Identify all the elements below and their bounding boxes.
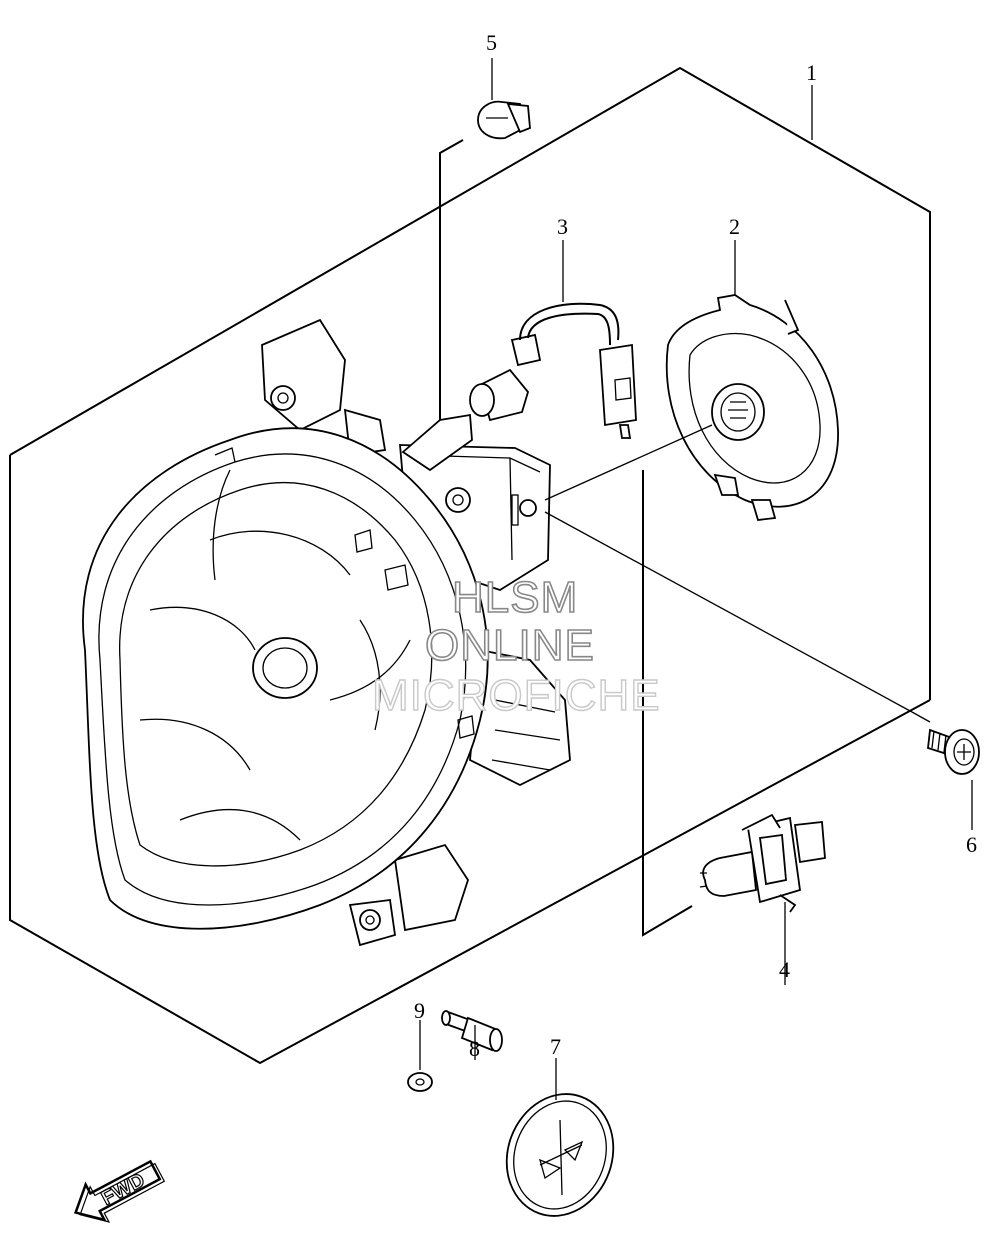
bulb-socket-wiring bbox=[469, 302, 637, 439]
callout-9: 9 bbox=[414, 998, 425, 1023]
position-bulb bbox=[477, 100, 531, 140]
watermark-line-1: HLSM bbox=[452, 573, 578, 622]
washer bbox=[407, 1072, 433, 1092]
callout-2: 2 bbox=[729, 214, 740, 239]
sub-assembly-brackets bbox=[439, 139, 693, 937]
mounting-screw bbox=[927, 728, 980, 775]
callout-6: 6 bbox=[966, 832, 977, 857]
callout-8: 8 bbox=[469, 1036, 480, 1061]
fwd-arrow: FWD bbox=[73, 1159, 166, 1223]
watermark: HLSM ONLINE MICROFICHE bbox=[371, 572, 661, 721]
assembly-outline bbox=[9, 66, 931, 1065]
callout-4: 4 bbox=[779, 957, 790, 982]
callout-1: 1 bbox=[806, 60, 817, 85]
spacer bbox=[441, 1010, 503, 1052]
watermark-line-3: MICROFICHE bbox=[372, 671, 661, 720]
socket-cover bbox=[665, 294, 839, 521]
watermark-line-2: ONLINE bbox=[425, 621, 595, 670]
callout-3: 3 bbox=[557, 214, 568, 239]
headlamp-housing bbox=[82, 318, 571, 947]
callout-labels: 1 2 3 4 5 6 7 8 9 bbox=[414, 30, 977, 1061]
lens-cover bbox=[505, 1093, 615, 1217]
headlamp-bulb bbox=[699, 813, 826, 913]
leader-lines bbox=[419, 58, 973, 1100]
callout-5: 5 bbox=[486, 30, 497, 55]
callout-7: 7 bbox=[550, 1034, 561, 1059]
